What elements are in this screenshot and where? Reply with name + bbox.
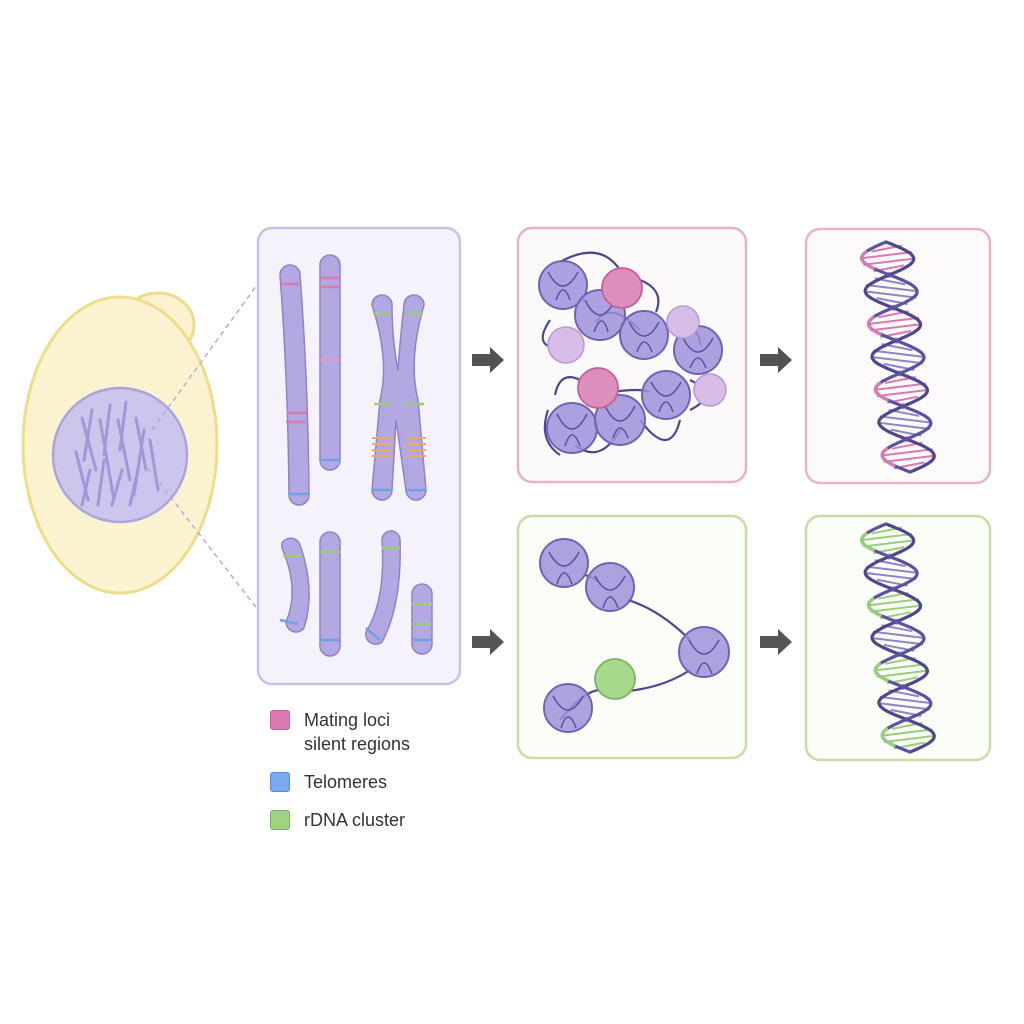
- dna-strand-accent: [860, 250, 876, 270]
- legend: Mating loci silent regions Telomeres rDN…: [270, 708, 490, 846]
- legend-swatch-telomeres: [270, 772, 290, 792]
- dna-base-pair: [876, 389, 927, 398]
- zoom-lines: [147, 277, 263, 616]
- dna-base-pair: [862, 251, 913, 260]
- yeast-cell-icon: [21, 291, 219, 595]
- dna-base-pair: [879, 415, 930, 424]
- dna-base-pair: [863, 539, 913, 548]
- nucleus-chromatin: [74, 400, 160, 507]
- dna-strand: [860, 240, 933, 474]
- chromosome-panel: [256, 226, 462, 686]
- dna-base-pair: [869, 316, 920, 325]
- legend-label-mating-loci: Mating loci: [304, 710, 391, 730]
- legend-label-telomeres: Telomeres: [304, 772, 388, 792]
- dna-strand-accent: [860, 532, 876, 552]
- dna-strand-accent: [866, 597, 882, 617]
- dna-base-pair: [862, 533, 913, 541]
- rdna-chromatin-panel: [516, 514, 748, 760]
- dna-base-pair: [876, 382, 926, 391]
- legend-item-telomeres: Telomeres: [270, 770, 490, 794]
- dna-base-pair: [883, 728, 933, 737]
- dna-base-pair: [872, 630, 923, 639]
- dna-base-pair: [883, 448, 933, 457]
- dna-base-pair: [870, 604, 920, 613]
- dna-base-pair: [869, 598, 920, 607]
- dna-base-pair: [876, 663, 926, 672]
- legend-label-rdna-cluster: rDNA cluster: [304, 810, 406, 830]
- silenced-nucleosome: [577, 267, 643, 409]
- dna-base-pair: [883, 454, 934, 463]
- dna-base-pair: [880, 702, 931, 711]
- mating-dna-panel: [804, 227, 992, 485]
- right-arrow-icon: [472, 629, 504, 655]
- mating-chromatin-panel: [516, 226, 748, 484]
- nucleosome-wrap: [547, 271, 714, 447]
- dna-base-pair: [866, 572, 917, 581]
- dna-base-pair: [863, 257, 913, 266]
- right-arrow-icon: [760, 629, 792, 655]
- dna-strand-accent: [873, 662, 889, 682]
- dna-strand-accent: [873, 381, 889, 402]
- dna-base-pair: [865, 284, 916, 292]
- dna-strand-accent: [880, 727, 896, 748]
- dna-strand-accent: [866, 316, 882, 336]
- legend-label-mating-loci-sub: silent regions: [304, 734, 411, 754]
- dna-helix-icon: [860, 240, 936, 474]
- dna-base-pair: [873, 637, 924, 646]
- free-protein: [547, 305, 727, 407]
- rdna-protein: [594, 658, 636, 700]
- dna-base-pair: [876, 669, 927, 678]
- legend-swatch-rdna-cluster: [270, 810, 290, 830]
- dna-helix-icon: [860, 522, 936, 754]
- dna-base-pair: [870, 323, 920, 332]
- right-arrow-icon: [760, 347, 792, 373]
- nucleosome-icon: [539, 538, 730, 733]
- dna-base-pair: [879, 695, 930, 704]
- nucleosome-wrap: [548, 551, 720, 729]
- dna-strand: [860, 522, 933, 754]
- nucleus: [51, 386, 189, 524]
- dna-base-pair: [872, 349, 923, 358]
- chromosome: [279, 254, 433, 657]
- dna-strand: [863, 522, 936, 754]
- dna-base-pair: [880, 422, 931, 430]
- dna-base-pair: [866, 290, 917, 299]
- legend-item-rdna-cluster: rDNA cluster: [270, 808, 490, 832]
- rdna-dna-panel: [804, 514, 992, 762]
- dna-base-pair: [883, 735, 934, 743]
- nucleosome-icon: [538, 260, 723, 454]
- legend-item-mating-loci: Mating loci silent regions: [270, 708, 490, 756]
- chromosome-bands: [279, 276, 432, 642]
- right-arrow-icon: [472, 347, 504, 373]
- dna-base-pair: [873, 356, 924, 365]
- dna-strand-accent: [880, 447, 896, 467]
- dna-strand: [863, 240, 936, 474]
- dna-base-pair: [865, 565, 916, 574]
- legend-swatch-mating-loci: [270, 710, 290, 730]
